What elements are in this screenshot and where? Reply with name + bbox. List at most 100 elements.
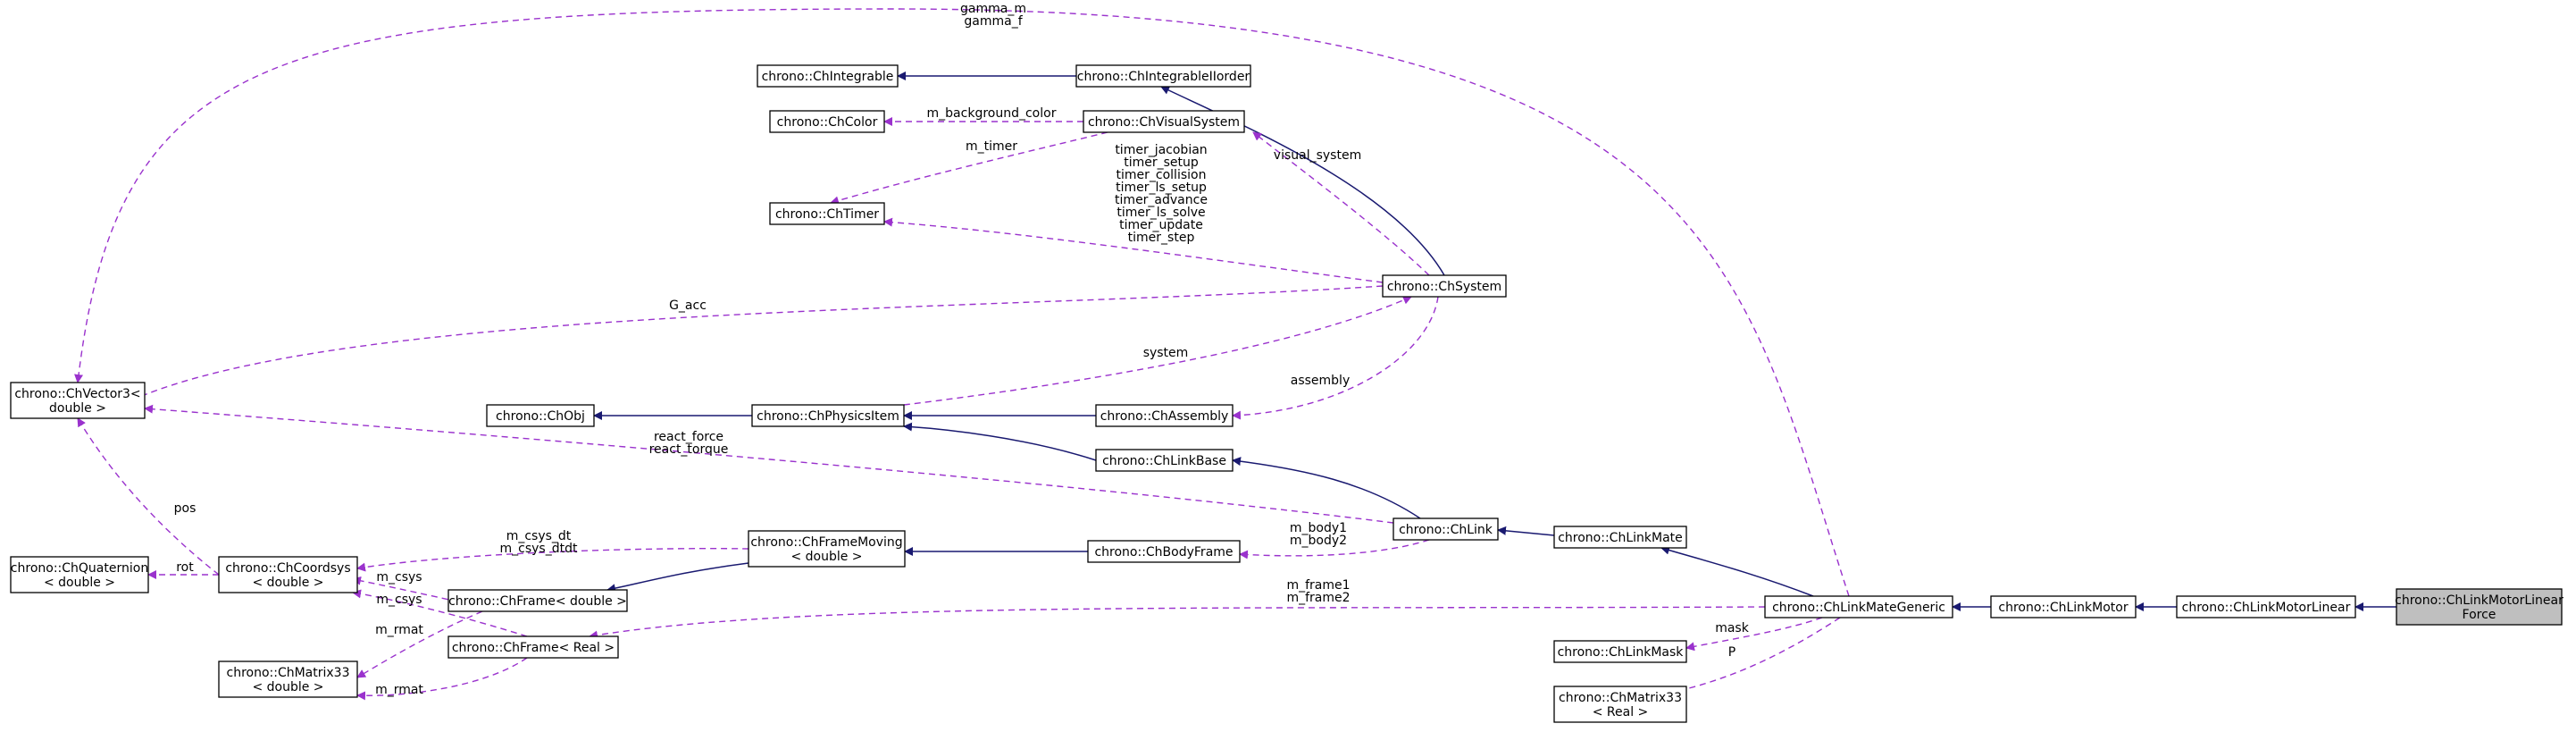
edge-label-system: system: [1143, 346, 1189, 360]
edge-label-line: system: [1143, 346, 1189, 360]
usage-edge-30: [589, 606, 1766, 640]
class-node-linkmate[interactable]: chrono::ChLinkMate: [1553, 526, 1687, 549]
edge-label-line: react_torque: [649, 442, 729, 457]
class-box: [751, 404, 905, 427]
edge-label-line: timer_update: [1119, 218, 1203, 232]
class-node-assembly[interactable]: chrono::ChAssembly: [1095, 404, 1234, 427]
class-node-link[interactable]: chrono::ChLink: [1393, 517, 1499, 541]
class-name-line: chrono::ChLinkMate: [1558, 531, 1683, 545]
usage-edge-22: [77, 417, 220, 576]
inheritance-edge-7: [1232, 457, 1421, 519]
edge-label-rot: rot: [176, 560, 194, 575]
edge-label-line: pos: [174, 501, 197, 516]
usage-edge-20: [1232, 296, 1439, 420]
class-box: [2396, 588, 2563, 626]
class-node-matrix33r[interactable]: chrono::ChMatrix33< Real >: [1553, 686, 1687, 723]
class-node-color[interactable]: chrono::ChColor: [769, 110, 885, 133]
class-name-line: chrono::ChSystem: [1387, 280, 1501, 294]
class-node-linkmategeneric[interactable]: chrono::ChLinkMateGeneric: [1764, 595, 1953, 618]
edge-label-line: m_background_color: [927, 106, 1057, 121]
edge-label-line: m_body1: [1290, 521, 1347, 535]
class-name-line: < double >: [44, 576, 115, 590]
class-node-linkbase[interactable]: chrono::ChLinkBase: [1095, 449, 1234, 472]
class-box: [447, 589, 628, 612]
edge-label-line: gamma_m: [960, 2, 1026, 16]
usage-edge-17: [1252, 131, 1430, 276]
class-name-line: chrono::ChLinkMotor: [1998, 601, 2128, 615]
edge-label-visual_system: visual_system: [1274, 148, 1361, 163]
class-node-system[interactable]: chrono::ChSystem: [1382, 274, 1507, 298]
class-node-quaternion[interactable]: chrono::ChQuaternion< double >: [10, 556, 149, 593]
class-node-coordsys[interactable]: chrono::ChCoordsys< double >: [218, 556, 358, 593]
edge-label-timers: timer_jacobiantimer_setuptimer_collision…: [1115, 143, 1208, 245]
class-name-line: double >: [49, 401, 106, 416]
edge-label-line: timer_step: [1128, 231, 1195, 245]
class-box: [1764, 595, 1953, 618]
class-name-line: chrono::ChQuaternion: [11, 561, 148, 576]
edge-label-line: timer_jacobian: [1115, 143, 1207, 157]
class-node-timer[interactable]: chrono::ChTimer: [769, 202, 885, 225]
class-node-linkmask[interactable]: chrono::ChLinkMask: [1553, 640, 1687, 663]
usage-edge-26: [352, 589, 528, 637]
class-node-obj[interactable]: chrono::ChObj: [486, 404, 595, 427]
usage-edge-13: [74, 8, 1850, 597]
edge-label-line: mask: [1715, 621, 1750, 635]
class-box: [1083, 110, 1245, 133]
edge-label-line: m_csys_dt: [506, 529, 572, 543]
class-box: [218, 660, 358, 698]
edge-label-line: timer_setup: [1124, 156, 1199, 170]
class-box: [1095, 449, 1234, 472]
inheritance-edge-4: [903, 422, 1097, 461]
edge-label-line: visual_system: [1274, 148, 1361, 163]
edge-label-line: gamma_f: [964, 14, 1023, 29]
edge-label-line: timer_advance: [1115, 193, 1208, 207]
class-name-line: chrono::ChFrame< double >: [448, 594, 627, 609]
class-node-physicsitem[interactable]: chrono::ChPhysicsItem: [751, 404, 905, 427]
class-name-line: < double >: [790, 550, 862, 564]
class-box: [1553, 526, 1687, 549]
class-name-line: chrono::ChColor: [777, 115, 878, 130]
class-name-line: < double >: [252, 576, 323, 590]
class-box: [748, 530, 906, 568]
edge-label-line: timer_ls_setup: [1116, 181, 1207, 195]
class-node-integrable1[interactable]: chrono::ChIntegrableIIorder: [1075, 64, 1251, 88]
class-box: [1990, 595, 2137, 618]
edge-label-line: assembly: [1291, 374, 1350, 388]
edge-label-line: rot: [176, 560, 194, 575]
class-box: [1087, 540, 1241, 563]
usage-edge-16: [883, 217, 1384, 283]
class-node-frame_double[interactable]: chrono::ChFrame< double >: [447, 589, 628, 612]
class-box: [486, 404, 595, 427]
class-name-line: chrono::ChPhysicsItem: [757, 409, 899, 424]
edge-label-csys_dt: m_csys_dtm_csys_dtdt: [500, 529, 578, 556]
class-name-line: chrono::ChTimer: [775, 207, 879, 222]
usage-edge-31: [1685, 617, 1823, 652]
class-node-matrix33d[interactable]: chrono::ChMatrix33< double >: [218, 660, 358, 698]
edge-label-line: G_acc: [669, 299, 707, 313]
edge-label-mask: mask: [1715, 621, 1750, 635]
class-name-line: chrono::ChLinkBase: [1102, 454, 1226, 468]
class-name-line: < double >: [252, 680, 323, 694]
class-box: [1095, 404, 1234, 427]
class-name-line: chrono::ChMatrix33: [1559, 691, 1682, 705]
class-node-bodyframe[interactable]: chrono::ChBodyFrame: [1087, 540, 1241, 563]
edge-label-csys1: m_csys: [376, 570, 422, 585]
edge-label-line: m_csys_dtdt: [500, 542, 578, 556]
usage-edge-28: [356, 657, 528, 701]
class-node-frame_real[interactable]: chrono::ChFrame< Real >: [447, 635, 619, 659]
class-node-framemoving[interactable]: chrono::ChFrameMoving< double >: [748, 530, 906, 568]
class-box: [769, 202, 885, 225]
class-node-vector3[interactable]: chrono::ChVector3<double >: [10, 382, 146, 419]
edge-label-line: m_rmat: [375, 683, 423, 697]
edge-label-pos: pos: [174, 501, 197, 516]
class-node-visualsystem[interactable]: chrono::ChVisualSystem: [1083, 110, 1245, 133]
class-node-linkmotorlinear[interactable]: chrono::ChLinkMotorLinear: [2176, 595, 2356, 618]
class-node-linkmotor[interactable]: chrono::ChLinkMotor: [1990, 595, 2137, 618]
edge-label-csys2: m_csys: [376, 593, 422, 607]
edge-label-line: m_csys: [376, 570, 422, 585]
class-node-integrable[interactable]: chrono::ChIntegrable: [757, 64, 899, 88]
class-name-line: chrono::ChLinkMateGeneric: [1772, 601, 1945, 615]
